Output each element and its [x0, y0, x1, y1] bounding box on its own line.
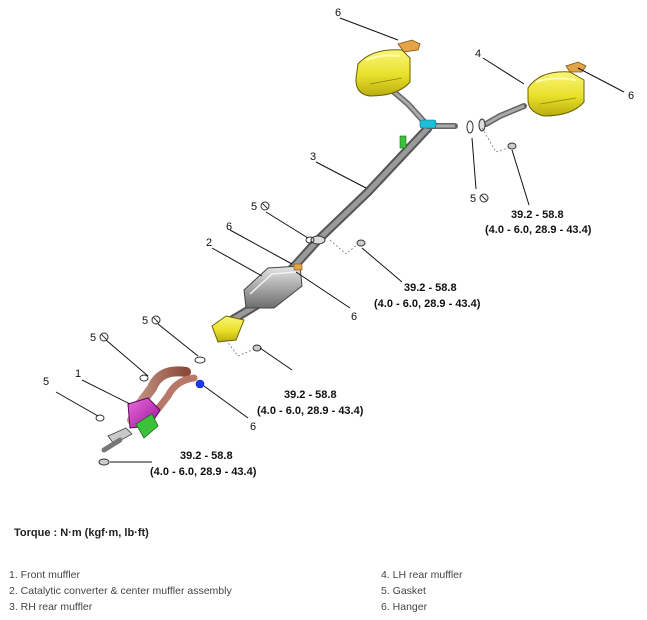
leader-lines — [55, 17, 625, 463]
callout-3-rh-muffler: 3 — [310, 151, 316, 163]
legend-item: 3. RH rear muffler — [9, 601, 93, 613]
center-muffler — [243, 265, 303, 309]
gasket-front-rear — [194, 356, 206, 364]
svg-text:(4.0 - 6.0, 28.9 - 43.4): (4.0 - 6.0, 28.9 - 43.4) — [150, 466, 257, 478]
callout-6-front-hanger: 6 — [250, 421, 256, 433]
nut-front — [98, 458, 110, 466]
exhaust-system-diagram: 6 4 6 3 5 5 6 2 6 5 5 1 5 6 39.2 - 58.8 … — [43, 7, 634, 478]
callout-6-center-hanger: 6 — [351, 311, 357, 323]
callout-5-rear-gasket: 5 — [470, 193, 476, 205]
nut-rear — [507, 142, 517, 150]
torque-spec-front: 39.2 - 58.8 (4.0 - 6.0, 28.9 - 43.4) — [150, 450, 257, 478]
callout-1-front-muffler: 1 — [75, 368, 81, 380]
no-reuse-icon — [151, 315, 161, 325]
gasket-front-upper — [139, 374, 149, 382]
front-muffler — [101, 366, 198, 453]
legend-left: 1. Front muffler 2. Catalytic converter … — [9, 567, 232, 615]
no-reuse-icon — [260, 201, 270, 211]
gasket-front-lower — [95, 414, 105, 422]
callout-6-center-hanger-top: 6 — [226, 221, 232, 233]
svg-text:(4.0 - 6.0, 28.9 - 43.4): (4.0 - 6.0, 28.9 - 43.4) — [485, 224, 592, 236]
legend-item: 1. Front muffler — [9, 569, 80, 581]
torque-spec-rear: 39.2 - 58.8 (4.0 - 6.0, 28.9 - 43.4) — [485, 209, 592, 236]
flange-center-front — [310, 235, 326, 245]
callout-6-lh-hanger: 6 — [628, 90, 634, 102]
callout-5-converter-gasket: 5 — [142, 315, 148, 327]
callout-6-rh-hanger: 6 — [335, 7, 341, 19]
catalytic-converter — [211, 315, 245, 343]
rh-rear-muffler — [355, 49, 411, 97]
hanger-bracket-green — [399, 135, 407, 149]
flange-rear-joint — [478, 118, 486, 132]
legend-item: 4. LH rear muffler — [381, 569, 463, 581]
svg-text:(4.0 - 6.0, 28.9 - 43.4): (4.0 - 6.0, 28.9 - 43.4) — [374, 298, 481, 310]
clamp-y-joint — [419, 119, 437, 129]
hanger-center-muffler — [293, 263, 303, 271]
gasket-center-front — [305, 236, 315, 244]
gasket-rear-joint — [466, 120, 474, 134]
torque-spec-converter: 39.2 - 58.8 (4.0 - 6.0, 28.9 - 43.4) — [257, 389, 364, 417]
callout-5-center-gasket: 5 — [251, 201, 257, 213]
svg-text:39.2 - 58.8: 39.2 - 58.8 — [511, 209, 564, 221]
nut-converter — [252, 344, 262, 352]
no-reuse-icon — [479, 193, 489, 203]
hanger-rh-muffler — [397, 39, 421, 53]
callout-2-center-muffler: 2 — [206, 237, 212, 249]
rear-y-pipe — [391, 89, 527, 129]
hanger-front-muffler — [195, 379, 205, 389]
legend-item: 2. Catalytic converter & center muffler … — [9, 585, 232, 597]
lh-rear-muffler — [527, 71, 585, 117]
torque-unit-label: Torque : N·m (kgf·m, lb·ft) — [14, 527, 149, 539]
callout-5-front-gasket: 5 — [90, 332, 96, 344]
svg-text:39.2 - 58.8: 39.2 - 58.8 — [180, 450, 233, 462]
callout-5-front-lower-gasket: 5 — [43, 376, 49, 388]
legend-item: 5. Gasket — [381, 585, 426, 597]
nut-center — [356, 239, 366, 247]
svg-text:39.2 - 58.8: 39.2 - 58.8 — [284, 389, 337, 401]
callout-4-lh-muffler: 4 — [475, 48, 481, 60]
svg-text:(4.0 - 6.0, 28.9 - 43.4): (4.0 - 6.0, 28.9 - 43.4) — [257, 405, 364, 417]
torque-spec-center: 39.2 - 58.8 (4.0 - 6.0, 28.9 - 43.4) — [374, 282, 481, 310]
svg-text:39.2 - 58.8: 39.2 - 58.8 — [404, 282, 457, 294]
legend-item: 6. Hanger — [381, 601, 428, 613]
legend-right: 4. LH rear muffler 5. Gasket 6. Hanger — [381, 567, 463, 615]
no-reuse-icon — [99, 332, 109, 342]
